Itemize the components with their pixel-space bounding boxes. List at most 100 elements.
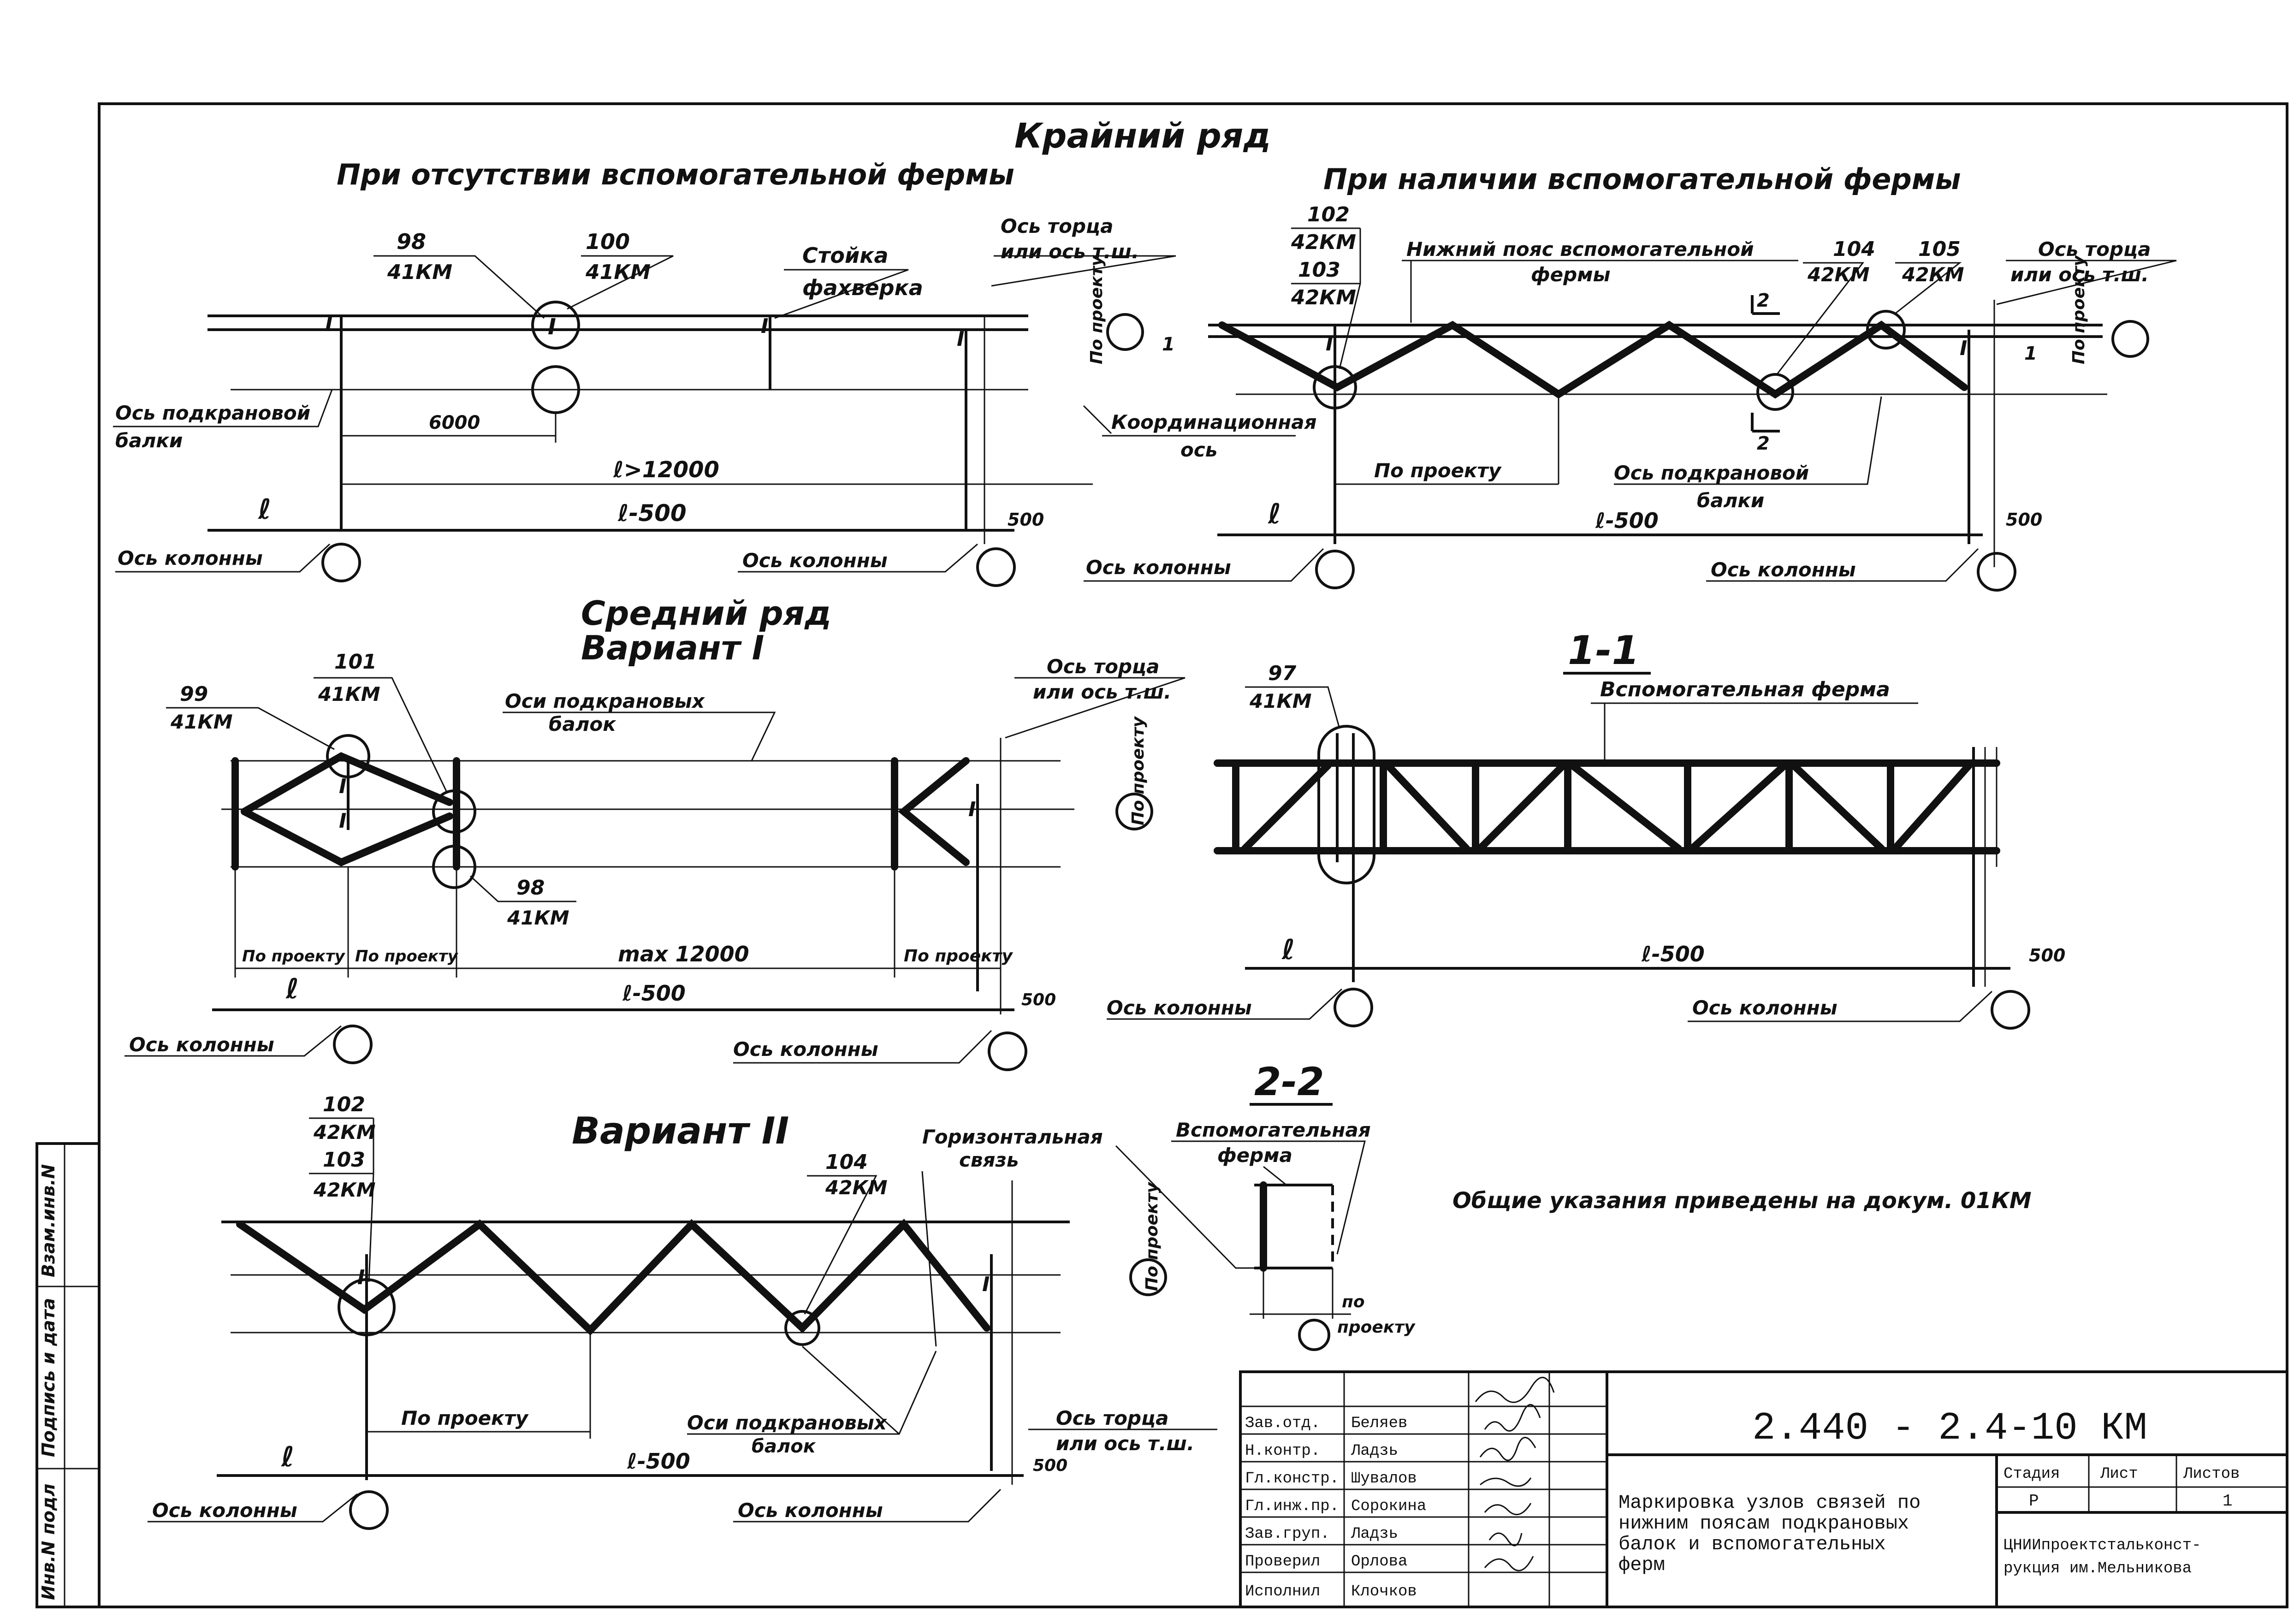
dim-l-v2: ℓ — [281, 1441, 294, 1473]
tb-name-4: Ладзь — [1351, 1525, 1398, 1543]
tb-desc-3: ферм — [1618, 1554, 1665, 1576]
dim-po-proektu-v1-3: По проекту — [904, 947, 1013, 966]
label-os-torca-v1-1: Ось торца — [1047, 655, 1160, 678]
svg-text:I: I — [548, 314, 556, 340]
svg-text:I: I — [968, 798, 976, 821]
dim-po-proektu-b: По проекту — [1374, 459, 1502, 482]
tb-name-0: Беляев — [1351, 1415, 1407, 1432]
dim-po-proektu-v2: По проекту — [401, 1407, 529, 1429]
svg-text:I: I — [357, 1266, 365, 1289]
dim-500-v1: 500 — [1021, 990, 1056, 1009]
panel-outer-no-aux: I I I I По проекту 98 41КМ 100 41КМ Стой… — [113, 215, 1317, 587]
dim-500-11: 500 — [2029, 945, 2065, 966]
heading-section-2-2: 2-2 — [1254, 1059, 1324, 1104]
label-osi-podkr-v1-1: Оси подкрановых — [505, 690, 705, 712]
label-os-kolonny-v2-1: Ось колонны — [152, 1499, 297, 1522]
tb-name-3: Сорокина — [1351, 1498, 1426, 1515]
label-42km-102-b: 42КМ — [1291, 231, 1356, 254]
label-101: 101 — [334, 650, 377, 674]
label-po-proektu-a: По проекту — [1087, 255, 1106, 364]
svg-text:I: I — [325, 313, 332, 336]
dim-l500-v1: ℓ-500 — [622, 981, 686, 1006]
label-os-torca-a1: Ось торца — [1001, 215, 1114, 237]
tb-role-4: Зав.груп. — [1245, 1525, 1330, 1543]
label-os-kolonny-11-1: Ось колонны — [1107, 996, 1252, 1019]
side-stamp: Инв.N подл Подпись и дата Взам.инв.N — [36, 1142, 101, 1608]
aux-truss-diagonals-b — [1218, 320, 1968, 399]
label-koord2: ось — [1180, 439, 1217, 461]
label-vspom-ferma-11: Вспомогательная ферма — [1600, 678, 1890, 701]
label-os-torca-v2-1: Ось торца — [1056, 1407, 1169, 1429]
dim-l-v1: ℓ — [285, 973, 299, 1005]
panel-middle-variant1: I I I По проекту 99 41КМ 101 41КМ 98 41К… — [124, 650, 1186, 1071]
dim-500-v2: 500 — [1033, 1456, 1067, 1475]
label-po-proektu-v1: По проекту — [1129, 716, 1148, 825]
label-osi-podkr-v1-2: балок — [549, 713, 616, 735]
dim-po-proektu-v1-2: По проекту — [355, 947, 459, 966]
label-osi-podkr-v2-1: Оси подкрановых — [687, 1411, 888, 1434]
dim-l500-b: ℓ-500 — [1595, 508, 1659, 533]
stamp-podpis: Подпись и дата — [38, 1298, 59, 1457]
tb-name-5: Орлова — [1351, 1553, 1407, 1571]
heading-middle-row: Средний ряд — [581, 594, 831, 633]
label-42km-103-b: 42КМ — [1291, 286, 1356, 309]
dim-max-12000: max 12000 — [618, 942, 749, 966]
label-proektu-22: проекту — [1337, 1318, 1416, 1337]
label-102-b: 102 — [1307, 203, 1350, 226]
label-42km-104-v2: 42КМ — [825, 1176, 888, 1199]
tb-role-0: Зав.отд. — [1245, 1415, 1320, 1432]
label-os-kolonny-v1-2: Ось колонны — [733, 1038, 878, 1061]
label-os-kolonny-b2: Ось колонны — [1711, 558, 1856, 581]
dim-500-b: 500 — [2006, 510, 2042, 530]
label-os-podkr-a1: Ось подкрановой — [115, 402, 310, 424]
dim-l-b: ℓ — [1268, 498, 1281, 530]
axis-circle-end-a — [1106, 313, 1144, 351]
tb-role-3: Гл.инж.пр. — [1245, 1498, 1339, 1515]
tb-sheet-header: Лист — [2100, 1465, 2138, 1483]
label-os-torca-v1-2: или ось т.ш. — [1033, 681, 1171, 703]
dim-l500-a: ℓ-500 — [617, 500, 687, 527]
label-102-v2: 102 — [323, 1093, 365, 1116]
panel-section-2-2: Вспомогательная ферма по проекту — [1171, 1119, 1416, 1351]
panel-middle-variant2: I I По проекту 102 42КМ 103 42КМ 104 42К… — [148, 1093, 1273, 1530]
label-os-kolonny-v1-1: Ось колонны — [129, 1033, 274, 1056]
dim-l-12000: ℓ>12000 — [613, 457, 719, 483]
node-circle-100 — [531, 301, 580, 350]
label-nizh-poyas2: фермы — [1531, 263, 1611, 286]
dim-l-11: ℓ — [1281, 934, 1295, 966]
column-circle-a2 — [976, 547, 1016, 587]
label-98-a: 98 — [397, 229, 426, 254]
label-41km-98-v1: 41КМ — [507, 907, 569, 929]
stamp-vzam: Взам.инв.N — [38, 1164, 59, 1277]
tb-stage-header: Стадия — [2004, 1465, 2060, 1483]
label-104-b: 104 — [1833, 237, 1875, 261]
svg-text:I: I — [982, 1273, 990, 1296]
tb-desc-0: Маркировка узлов связей по — [1618, 1492, 1921, 1514]
svg-text:I: I — [761, 314, 768, 338]
tb-sheets-header: Листов — [2183, 1465, 2240, 1483]
dim-po-proektu-v1-1: По проекту — [242, 947, 346, 966]
label-105: 105 — [1918, 237, 1961, 261]
section-mark-2-top: 2 — [1757, 290, 1770, 311]
heading-variant-2: Вариант II — [572, 1109, 789, 1152]
tb-name-6: Клочков — [1351, 1583, 1417, 1600]
label-po-proektu-v2: По проекту — [1143, 1182, 1162, 1291]
dim-6000: 6000 — [429, 412, 480, 433]
tb-role-2: Гл.констр. — [1245, 1470, 1339, 1488]
label-97: 97 — [1268, 662, 1297, 685]
bracing-x-v1 — [241, 752, 453, 815]
tb-doc-code: 2.440 - 2.4-10 КМ — [1752, 1407, 2147, 1451]
label-gor-svyaz1: Горизонтальная — [922, 1126, 1103, 1148]
label-41km-98-a: 41КМ — [387, 261, 452, 284]
label-os-torca-b1: Ось торца — [2038, 238, 2151, 261]
tb-org-0: ЦНИИпроектстальконст- — [2004, 1537, 2201, 1554]
general-note: Общие указания приведены на докум. 01КМ — [1452, 1188, 2032, 1214]
heading-variant-1: Вариант I — [581, 628, 764, 667]
dim-l-a: ℓ — [258, 493, 271, 526]
label-os-kolonny-b1: Ось колонны — [1086, 556, 1231, 579]
svg-text:I: I — [1326, 332, 1333, 356]
label-41km-100: 41КМ — [585, 261, 651, 284]
drawing-frame — [98, 102, 2288, 1608]
label-os-kolonny-v2-2: Ось колонны — [738, 1499, 883, 1522]
column-circle-a1 — [321, 543, 361, 582]
